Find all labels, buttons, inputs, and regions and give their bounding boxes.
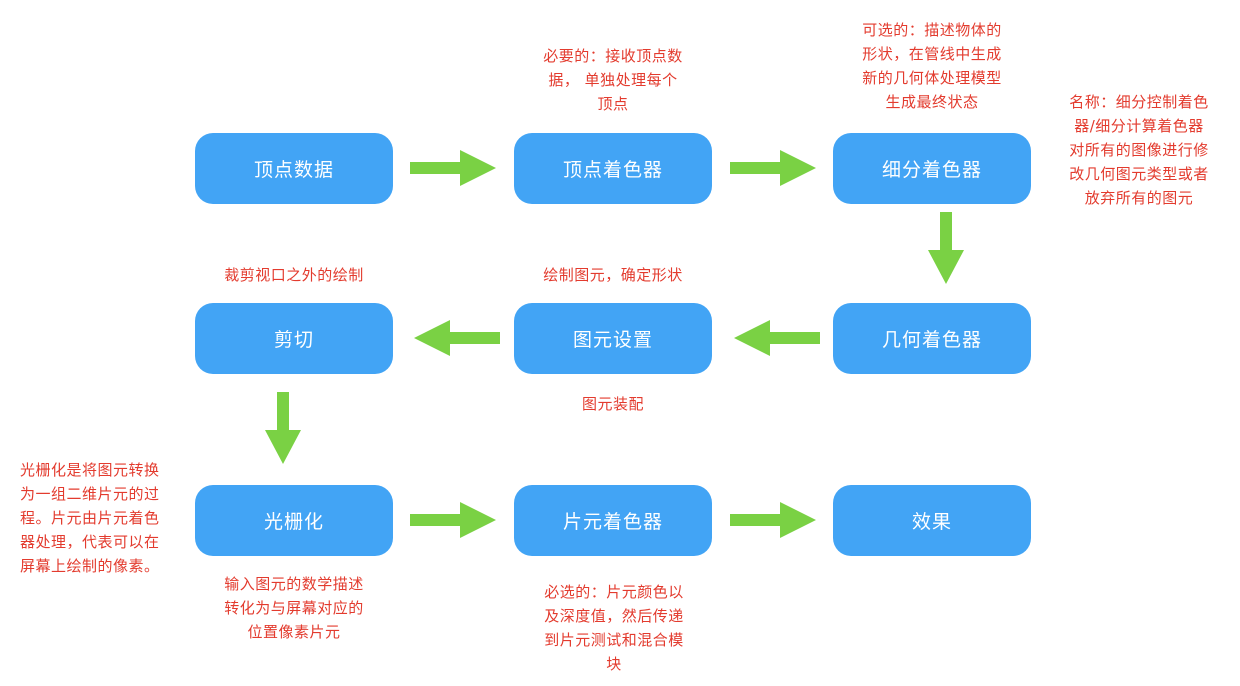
note-primitive-setup-top: 绘制图元，确定形状 bbox=[514, 263, 712, 287]
note-tessellation-optional: 可选的：描述物体的 形状，在管线中生成 新的几何体处理模型 生成最终状态 bbox=[840, 18, 1024, 114]
note-line: 为一组二维片元的过 bbox=[20, 485, 160, 503]
note-line: 形状，在管线中生成 bbox=[862, 45, 1002, 63]
note-line: 转化为与屏幕对应的 bbox=[224, 599, 364, 617]
node-effect: 效果 bbox=[833, 485, 1031, 556]
node-vertex-shader: 顶点着色器 bbox=[514, 133, 712, 204]
arrow-left-primitivesetup-to-clipping bbox=[414, 320, 500, 356]
node-tessellation-shader: 细分着色器 bbox=[833, 133, 1031, 204]
node-label: 效果 bbox=[911, 511, 952, 533]
note-line: 块 bbox=[606, 655, 622, 673]
note-line: 器处理，代表可以在 bbox=[20, 533, 160, 551]
node-label: 细分着色器 bbox=[881, 159, 982, 181]
note-line: 改几何图元类型或者 bbox=[1069, 165, 1209, 183]
node-primitive-setup: 图元设置 bbox=[514, 303, 712, 374]
arrow-right-vertexshader-to-tessellation bbox=[730, 150, 816, 186]
arrow-right-fragmentshader-to-effect bbox=[730, 502, 816, 538]
note-rasterization-left: 光栅化是将图元转换 为一组二维片元的过 程。片元由片元着色 器处理，代表可以在 … bbox=[20, 458, 200, 578]
note-line: 器/细分计算着色器 bbox=[1074, 117, 1204, 135]
note-line: 必选的：片元颜色以 bbox=[544, 583, 684, 601]
note-rasterization-bottom: 输入图元的数学描述 转化为与屏幕对应的 位置像素片元 bbox=[200, 572, 388, 644]
note-line: 对所有的图像进行修 bbox=[1069, 141, 1209, 159]
note-line: 据， 单独处理每个 bbox=[548, 71, 678, 89]
note-line: 新的几何体处理模型 bbox=[862, 69, 1002, 87]
note-fragment-shader: 必选的：片元颜色以 及深度值，然后传递 到片元测试和混合模 块 bbox=[520, 580, 708, 676]
note-line: 绘制图元，确定形状 bbox=[543, 266, 683, 284]
note-line: 放弃所有的图元 bbox=[1084, 189, 1194, 207]
node-label: 顶点数据 bbox=[253, 159, 334, 181]
node-label: 片元着色器 bbox=[562, 511, 663, 533]
note-line: 及深度值，然后传递 bbox=[544, 607, 684, 625]
node-geometry-shader: 几何着色器 bbox=[833, 303, 1031, 374]
note-line: 光栅化是将图元转换 bbox=[20, 461, 160, 479]
arrow-right-rasterization-to-fragmentshader bbox=[410, 502, 496, 538]
note-line: 屏幕上绘制的像素。 bbox=[20, 557, 160, 575]
note-line: 名称：细分控制着色 bbox=[1069, 93, 1209, 111]
note-line: 程。片元由片元着色 bbox=[20, 509, 160, 527]
node-label: 顶点着色器 bbox=[562, 159, 663, 181]
note-line: 到片元测试和混合模 bbox=[544, 631, 684, 649]
note-line: 图元装配 bbox=[581, 395, 644, 413]
node-label: 剪切 bbox=[273, 329, 314, 351]
note-vertex-shader: 必要的：接收顶点数 据， 单独处理每个 顶点 bbox=[524, 44, 702, 116]
node-rasterization: 光栅化 bbox=[195, 485, 393, 556]
note-clipping: 裁剪视口之外的绘制 bbox=[195, 263, 393, 287]
arrow-down-tessellation-to-geometry bbox=[928, 212, 964, 284]
note-tessellation-name: 名称：细分控制着色 器/细分计算着色器 对所有的图像进行修 改几何图元类型或者 … bbox=[1050, 90, 1228, 210]
node-label: 图元设置 bbox=[572, 329, 653, 351]
note-line: 裁剪视口之外的绘制 bbox=[224, 266, 364, 284]
note-primitive-setup-bottom: 图元装配 bbox=[514, 392, 712, 416]
note-line: 可选的：描述物体的 bbox=[862, 21, 1002, 39]
node-fragment-shader: 片元着色器 bbox=[514, 485, 712, 556]
note-line: 位置像素片元 bbox=[247, 623, 341, 641]
note-line: 顶点 bbox=[597, 95, 629, 113]
arrow-left-geometry-to-primitivesetup bbox=[734, 320, 820, 356]
node-clipping: 剪切 bbox=[195, 303, 393, 374]
node-vertex-data: 顶点数据 bbox=[195, 133, 393, 204]
arrow-down-clipping-to-rasterization bbox=[265, 392, 301, 464]
node-label: 光栅化 bbox=[263, 511, 324, 533]
note-line: 必要的：接收顶点数 bbox=[543, 47, 683, 65]
note-line: 生成最终状态 bbox=[885, 93, 979, 111]
note-line: 输入图元的数学描述 bbox=[224, 575, 364, 593]
node-label: 几何着色器 bbox=[881, 329, 982, 351]
arrow-right-vertexdata-to-vertexshader bbox=[410, 150, 496, 186]
